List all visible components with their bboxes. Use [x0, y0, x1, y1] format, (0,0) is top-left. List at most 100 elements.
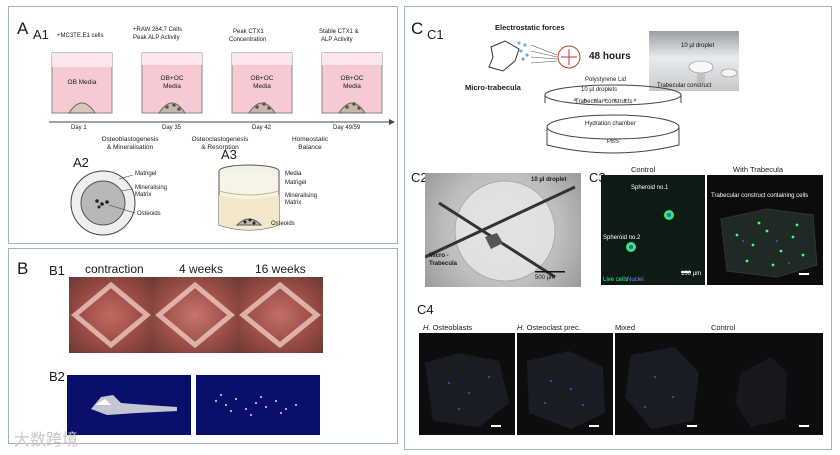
c4-title-osteoclast: H. Osteoclast prec.	[517, 323, 581, 332]
c1-droplet-photo-label: 10 µl droplet	[681, 43, 715, 49]
stable-label-b: ALP Activity	[321, 37, 353, 43]
c3-construct-label: Trabecular construct containing cells	[711, 193, 809, 199]
c3-nuclei-label: Nuclei	[627, 277, 644, 283]
phase-1-a: Osteoblastogenesis	[101, 136, 159, 143]
a3-mineralising: Mineralising	[285, 193, 318, 199]
b1-photo-16weeks	[237, 277, 323, 353]
panel-c-letter: C	[411, 19, 424, 38]
c4-image-osteoclast	[517, 333, 613, 435]
well-3	[231, 52, 293, 114]
a3-media: Media	[285, 171, 302, 177]
a3-matrigel: Matrigel	[285, 180, 307, 186]
a2-matrigel: Matrigel	[135, 171, 157, 177]
day-35: Day 35	[162, 125, 182, 131]
c2-trab-label: Trabecula	[429, 261, 458, 267]
panel-a-letter: A	[17, 19, 29, 38]
panel-a: A A1 +MC3TE.E1 cells +RAW 264.7 Cells Pe…	[8, 6, 398, 244]
c4-title-2-rest: Osteoclast prec.	[524, 323, 581, 332]
b1-photo-4weeks	[153, 277, 237, 353]
panel-a2-label: A2	[73, 155, 89, 170]
panel-a1-label: A1	[33, 27, 49, 42]
b2-image-right	[196, 375, 320, 435]
a2-diagram	[70, 170, 136, 236]
c3-sph1: Spheroid no.1	[631, 185, 669, 191]
c3-control-image	[601, 175, 705, 285]
c4-image-mixed	[615, 333, 711, 435]
watermark-logo: 大数跨境	[14, 430, 79, 449]
well-2	[141, 52, 203, 114]
panel-c2-label: C2	[411, 170, 428, 185]
c2-micro-label: Micro -	[429, 253, 449, 259]
droplets-label: 10 µl droplets	[581, 87, 618, 93]
panel-c4-label: C4	[417, 302, 434, 317]
a2-matrix: Matrix	[135, 192, 152, 198]
c3-control-title: Control	[631, 165, 656, 174]
peak-alp-label: Peak ALP Activity	[133, 35, 180, 41]
c4-h-italic-1: H.	[423, 323, 431, 332]
mc3te-label: +MC3TE.E1 cells	[57, 33, 104, 39]
phase-2-b: & Resorption	[201, 144, 239, 151]
panel-a3-label: A3	[221, 147, 237, 162]
peak-ctx-label-b: Concentration	[229, 37, 267, 43]
a2-mineralising: Mineralising	[135, 185, 168, 191]
c4-h-italic-2: H.	[517, 323, 525, 332]
c4-image-osteoblasts	[419, 333, 515, 435]
well-2-label: OB+OC Media	[160, 75, 184, 90]
c3-sph2: Spheroid no.2	[603, 235, 641, 241]
c3-with-title: With Trabecula	[733, 165, 784, 174]
peak-ctx-label: Peak CTX1	[233, 29, 264, 35]
c4-title-control: Control	[711, 323, 736, 332]
c4-image-control	[711, 333, 823, 435]
c3-live-label: Live cells	[603, 277, 628, 283]
phase-2-a: Osteoclastogenesis	[191, 136, 249, 143]
phase-3-b: Balance	[298, 144, 322, 151]
b1-title-16weeks: 16 weeks	[255, 262, 306, 276]
panel-b2-label: B2	[49, 369, 65, 384]
c2-scale-label: 500 µm	[535, 275, 556, 281]
a3-osteoids: Osteoids	[271, 221, 295, 227]
raw-label: +RAW 264.7 Cells	[133, 27, 182, 33]
c2-droplet-label: 10 µl droplet	[531, 177, 567, 183]
pbs-label: PBS	[607, 139, 620, 145]
a3-diagram	[218, 164, 280, 231]
panel-c: C C1 Electrostatic forces Micro-trabecul…	[404, 6, 832, 450]
c3-trabecula-image	[707, 175, 823, 285]
c4-title-mixed: Mixed	[615, 323, 636, 332]
stable-label: Stable CTX1 &	[319, 29, 359, 35]
b1-title-4weeks: 4 weeks	[179, 262, 224, 276]
hydration-chamber-diagram	[544, 84, 682, 154]
a2-osteoids: Osteoids	[137, 211, 161, 217]
b2-image-left	[67, 375, 191, 435]
phase-3-a: Homeostatic	[291, 136, 329, 143]
wells-graphic	[49, 52, 395, 125]
b1-photo-contraction	[69, 277, 153, 353]
well-4-label: OB+OC Media	[340, 75, 364, 90]
b1-title-contraction: contraction	[85, 262, 144, 276]
c4-title-1-rest: Osteoblasts	[430, 323, 473, 332]
c1-droplet-photo	[649, 31, 739, 91]
panel-c1-label: C1	[427, 27, 444, 42]
hours-label: 48 hours	[589, 51, 631, 62]
micro-trabecula-label: Micro-trabecula	[465, 83, 521, 92]
c3-scale-label: 100 µm	[681, 271, 702, 277]
c1-construct-photo-label: Trabecular construct	[657, 83, 712, 89]
panel-b: B B1 contraction 4 weeks 16 weeks B2	[8, 248, 398, 444]
well-1	[51, 52, 113, 114]
constructs-label: Trabecular constructs	[575, 99, 633, 105]
phase-1-b: & Mineralisation	[106, 144, 154, 151]
a3-matrix: Matrix	[285, 200, 302, 206]
day-42: Day 42	[252, 125, 272, 131]
electrostatic-diagram	[488, 40, 581, 72]
panel-b-letter: B	[17, 259, 29, 278]
chamber-label: Hydration chamber	[585, 121, 636, 127]
panel-b1-label: B1	[49, 263, 65, 278]
well-1-label: OB Media	[67, 79, 97, 86]
well-4	[321, 52, 383, 114]
day-49-59: Day 49/59	[333, 125, 361, 131]
electrostatic-label: Electrostatic forces	[495, 23, 565, 32]
well-3-label: OB+OC Media	[250, 75, 274, 90]
day-1: Day 1	[71, 125, 87, 131]
c2-photo	[425, 173, 581, 287]
c4-title-osteoblasts: H. Osteoblasts	[423, 323, 472, 332]
lid-label: Polystyrene Lid	[585, 77, 627, 83]
